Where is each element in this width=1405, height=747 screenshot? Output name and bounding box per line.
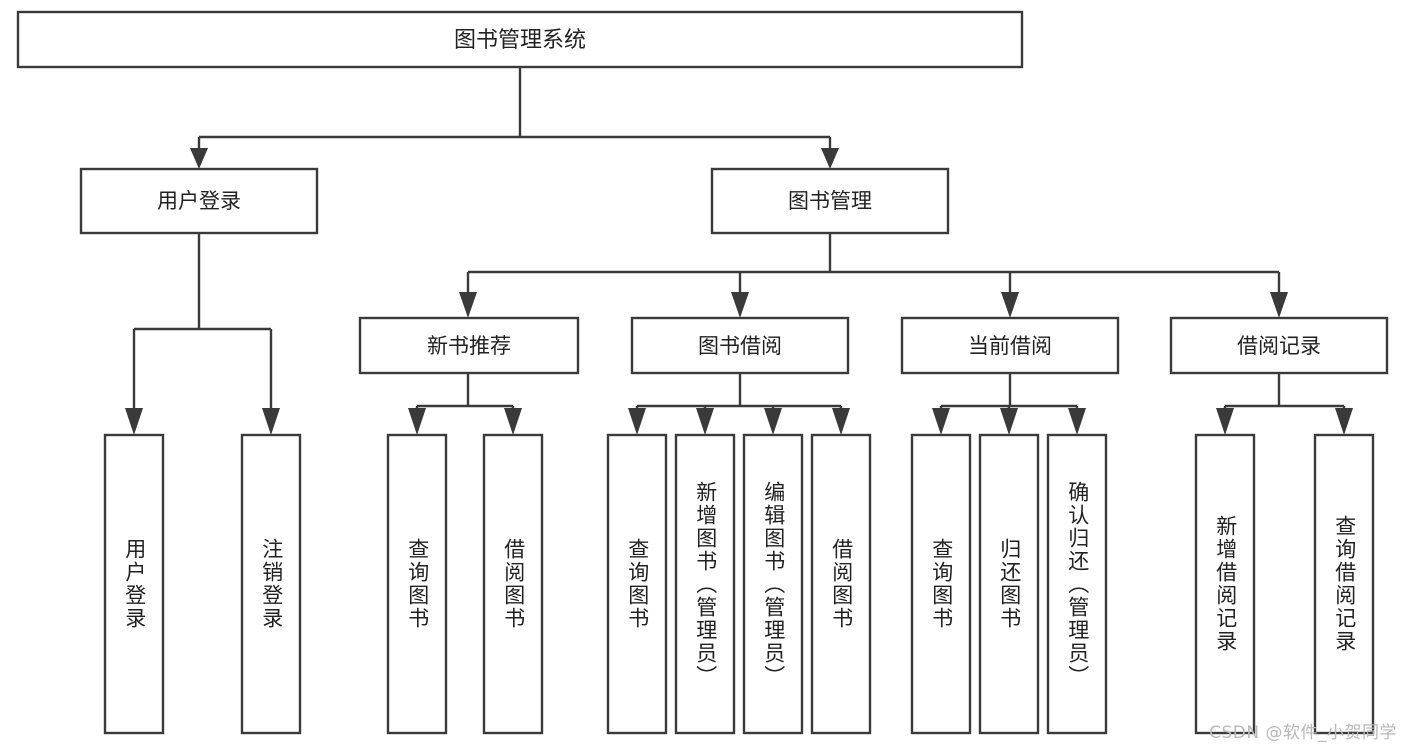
connector-group-user-login [125,233,280,435]
node-book-borrow[interactable]: 图书借阅 [630,316,850,375]
arrowhead-bb-leaf-4 [832,408,850,435]
leaf-box-book-borrow-1[interactable] [606,433,668,735]
node-user-login-label: 用户登录 [157,189,241,213]
leaf-box-user-login-1[interactable] [103,433,165,735]
leaf-box-current-borrow-1[interactable] [910,433,972,735]
leaf-boxes-current-borrow [910,433,1108,735]
connector-group-new-book [408,373,522,435]
leaf-box-borrow-record-1[interactable] [1194,433,1256,735]
leaf-box-borrow-record-2[interactable] [1313,433,1375,735]
node-current-borrow-label: 当前借阅 [968,334,1052,358]
arrowhead-book-manage [821,148,839,169]
node-new-book-recommend[interactable]: 新书推荐 [358,316,580,375]
leaf-box-book-borrow-2[interactable] [674,433,736,735]
arrowhead-br-leaf-1 [1216,408,1234,435]
node-borrow-record-box[interactable] [1169,316,1389,375]
node-current-borrow[interactable]: 当前借阅 [900,316,1120,375]
arrowhead-new-book [459,292,477,318]
connector-group-book-manage [459,233,1288,318]
leaf-box-new-book-2[interactable] [482,433,544,735]
arrowhead-book-borrow [731,292,749,318]
node-user-login-box[interactable] [79,167,319,235]
arrowhead-bb-leaf-1 [628,408,646,435]
arrowhead-nb-leaf-2 [504,408,522,435]
csdn-watermark: CSDN @软件_小贺同学 [1209,723,1397,743]
node-root-box[interactable] [16,10,1024,69]
leaf-box-book-borrow-3[interactable] [742,433,804,735]
node-user-login[interactable]: 用户登录 [79,167,319,235]
leaf-boxes-borrow-record [1194,433,1375,735]
arrowhead-user-login [190,148,208,169]
leaf-boxes-new-book [386,433,544,735]
arrowhead-ul-leaf-1 [125,408,143,435]
arrowhead-bb-leaf-3 [764,408,782,435]
leaf-box-new-book-1[interactable] [386,433,448,735]
node-book-borrow-label: 图书借阅 [698,334,782,358]
node-new-book-recommend-label: 新书推荐 [427,334,511,358]
arrowhead-cb-leaf-2 [1000,408,1018,435]
node-book-manage-label: 图书管理 [788,189,872,213]
node-current-borrow-box[interactable] [900,316,1120,375]
node-book-borrow-box[interactable] [630,316,850,375]
leaf-boxes-user-login [103,433,302,735]
node-book-manage[interactable]: 图书管理 [710,167,950,235]
leaf-box-current-borrow-2[interactable] [978,433,1040,735]
connector-group-root [190,67,839,169]
node-borrow-record-label: 借阅记录 [1237,334,1321,358]
arrowhead-cb-leaf-3 [1068,408,1086,435]
node-new-book-recommend-box[interactable] [358,316,580,375]
node-book-manage-box[interactable] [710,167,950,235]
node-root[interactable]: 图书管理系统 [16,10,1024,69]
arrowhead-br-leaf-2 [1335,408,1353,435]
arrowhead-cb-leaf-1 [932,408,950,435]
arrowhead-nb-leaf-1 [408,408,426,435]
leaf-boxes-book-borrow [606,433,872,735]
arrowhead-current-borrow [1001,292,1019,318]
arrowhead-bb-leaf-2 [696,408,714,435]
arrowhead-borrow-record [1270,292,1288,318]
node-borrow-record[interactable]: 借阅记录 [1169,316,1389,375]
leaf-box-current-borrow-3[interactable] [1046,433,1108,735]
leaf-box-user-login-2[interactable] [240,433,302,735]
connector-group-current-borrow [932,373,1086,435]
connector-group-book-borrow [628,373,850,435]
node-root-label: 图书管理系统 [454,28,586,53]
connector-group-borrow-record [1216,373,1353,435]
arrowhead-ul-leaf-2 [262,408,280,435]
leaf-box-book-borrow-4[interactable] [810,433,872,735]
